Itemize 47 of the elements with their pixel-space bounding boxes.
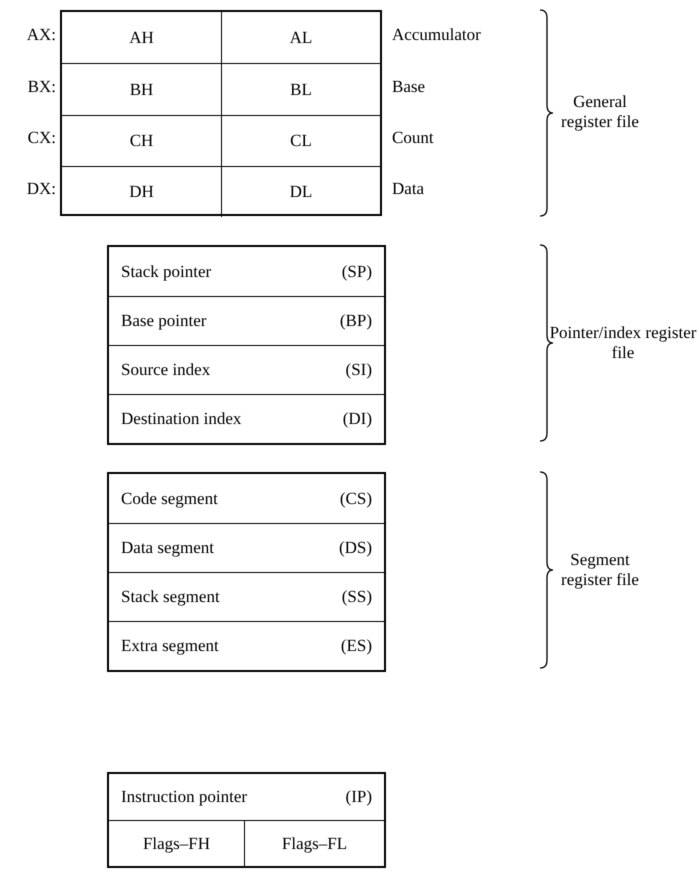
register-name: Extra segment [121, 635, 219, 658]
register-name: CL [290, 130, 312, 152]
register-name: Destination index [121, 408, 242, 430]
register-mnemonic: (DI) [342, 408, 372, 430]
group-label: General register file [560, 92, 640, 132]
register-pair-label: AX: [26, 25, 56, 46]
register-name: Stack pointer [121, 260, 212, 283]
group-label: Pointer/index register file [548, 322, 698, 364]
register-name: BH [130, 78, 154, 101]
register-name: BL [290, 78, 312, 101]
register-pair-label: BX: [26, 76, 56, 98]
register-mnemonic: (SS) [342, 586, 372, 608]
register-purpose-label: Base [392, 76, 426, 98]
register-block [107, 472, 386, 672]
register-name: Source index [121, 359, 210, 382]
register-name: Data segment [121, 537, 214, 560]
register-name: Base pointer [121, 310, 206, 332]
register-name: Flags–FH [142, 832, 210, 855]
register-mnemonic: (CS) [340, 488, 372, 510]
register-pair-label: CX: [26, 128, 56, 148]
register-purpose-label: Count [392, 128, 435, 148]
register-cell [221, 63, 380, 114]
register-name: DH [129, 181, 154, 204]
group-label: Segment register file [560, 550, 640, 590]
register-name: Stack segment [121, 586, 220, 608]
register-mnemonic: (BP) [340, 310, 372, 332]
register-block [60, 10, 382, 216]
register-name: Instruction pointer [121, 786, 248, 808]
register-mnemonic: (DS) [338, 537, 372, 560]
register-name: AL [290, 26, 312, 49]
register-mnemonic: (SP) [342, 260, 372, 283]
register-mnemonic: (ES) [340, 635, 372, 658]
register-cell [244, 820, 384, 866]
register-mnemonic: (IP) [346, 786, 372, 808]
register-block [107, 772, 386, 868]
register-mnemonic: (SI) [346, 359, 372, 382]
register-name: DL [290, 181, 312, 204]
register-name: CH [130, 130, 154, 152]
register-name: AH [129, 26, 154, 49]
register-block [107, 245, 386, 445]
register-name: Flags–FL [282, 832, 348, 855]
register-name: Code segment [121, 488, 218, 510]
register-purpose-label: Data [392, 179, 426, 200]
register-purpose-label: Accumulator [392, 25, 482, 46]
register-cell [221, 166, 380, 217]
register-pair-label: DX: [26, 179, 56, 200]
register-cell [221, 114, 380, 166]
